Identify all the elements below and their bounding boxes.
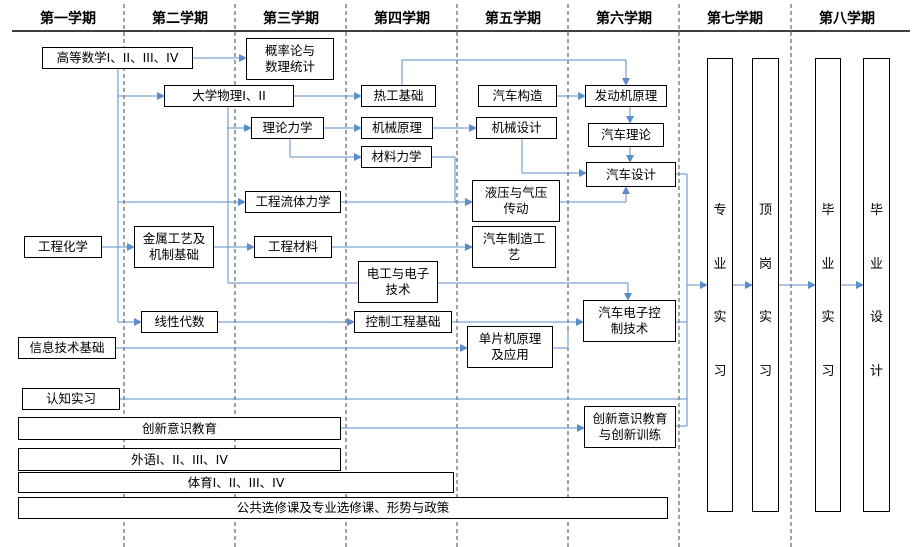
- semester-3-header: 第三学期: [263, 11, 319, 27]
- semester-2-header: 第二学期: [152, 11, 208, 27]
- course-probability: 概率论与 数理统计: [246, 38, 334, 80]
- course-foreign-language: 外语I、II、III、IV: [18, 448, 341, 471]
- course-cognition-practice: 认知实习: [22, 388, 120, 410]
- course-engine-principle: 发动机原理: [585, 85, 667, 107]
- semester-1-header: 第一学期: [40, 11, 96, 27]
- course-innovation-training: 创新意识教育 与创新训练: [584, 406, 676, 448]
- course-auto-theory: 汽车理论: [588, 123, 664, 147]
- course-mechanical-design: 机械设计: [476, 117, 557, 139]
- course-mechanical-principles: 机械原理: [361, 117, 433, 139]
- course-auto-structure: 汽车构造: [478, 85, 557, 107]
- course-eng-materials: 工程材料: [254, 236, 332, 258]
- course-it-basis: 信息技术基础: [18, 337, 116, 359]
- semester-5-header: 第五学期: [485, 11, 541, 27]
- course-control-basis: 控制工程基础: [354, 311, 452, 333]
- course-physics: 大学物理I、II: [164, 85, 294, 107]
- course-auto-design: 汽车设计: [586, 162, 676, 187]
- course-advanced-math: 高等数学I、II、III、IV: [42, 47, 193, 69]
- course-theoretical-mechanics: 理论力学: [251, 117, 324, 139]
- semester-7-header: 第七学期: [707, 11, 763, 27]
- course-innovation-edu: 创新意识教育: [18, 417, 341, 440]
- course-material-mechanics: 材料力学: [361, 146, 432, 168]
- course-pe: 体育I、II、III、IV: [18, 472, 454, 493]
- course-linear-algebra: 线性代数: [141, 311, 218, 333]
- course-mcu: 单片机原理 及应用: [467, 326, 553, 368]
- course-auto-manufacturing: 汽车制造工 艺: [472, 226, 556, 268]
- course-hydraulic: 液压与气压 传动: [472, 180, 560, 222]
- course-chemistry: 工程化学: [24, 236, 102, 258]
- course-thermal: 热工基础: [361, 85, 436, 107]
- job-internship: 顶 岗 实 习: [752, 58, 779, 512]
- course-fluid-mechanics: 工程流体力学: [245, 191, 341, 213]
- course-metal-tech: 金属工艺及 机制基础: [134, 226, 214, 268]
- semester-6-header: 第六学期: [596, 11, 652, 27]
- semester-8-header: 第八学期: [819, 11, 875, 27]
- course-electrical: 电工与电子 技术: [358, 261, 438, 303]
- graduation-internship: 毕 业 实 习: [815, 58, 841, 512]
- graduation-design: 毕 业 设 计: [863, 58, 890, 512]
- semester-4-header: 第四学期: [374, 11, 430, 27]
- course-electives: 公共选修课及专业选修课、形势与政策: [18, 497, 668, 519]
- professional-internship: 专 业 实 习: [707, 58, 733, 512]
- course-auto-electronics: 汽车电子控 制技术: [583, 300, 676, 342]
